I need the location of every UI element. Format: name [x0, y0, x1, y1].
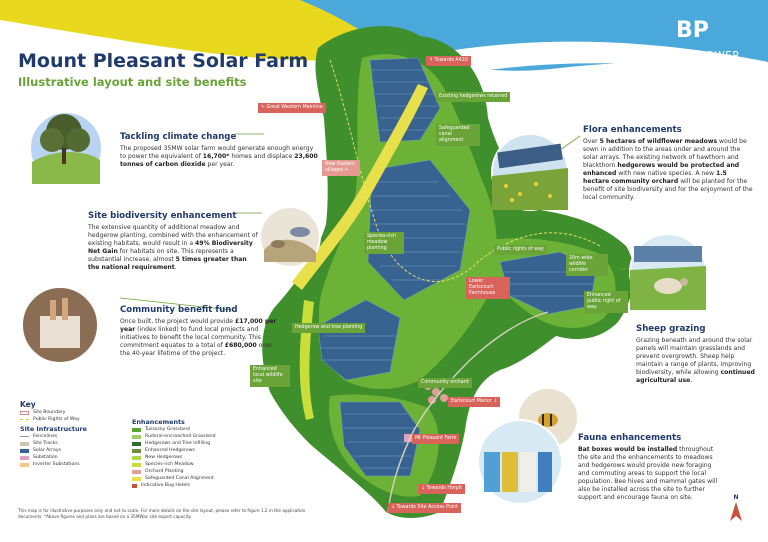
panel-climate-heading: Tackling climate change: [120, 132, 237, 142]
label-mt-pleasant-farm: Mt Pleasant Farm: [412, 434, 460, 444]
label-wildlife-corridor: 20m wide wildlife corridor: [566, 254, 608, 276]
prow-swatch: [20, 419, 29, 420]
panel-climate: Tackling climate change The proposed 35M…: [120, 132, 320, 169]
key-row-inverter: Inverter Substations: [20, 461, 130, 468]
label-community-orchard: Community orchard: [418, 378, 472, 388]
label-lower-earlscourt: Lower Earlscourt Farmhouse: [466, 277, 510, 299]
panel-fauna-heading: Fauna enhancements: [578, 433, 682, 443]
substation: [404, 434, 414, 442]
north-label: N: [733, 494, 739, 501]
label-towards-horpit: ↓ Towards Horpit: [418, 484, 466, 494]
panel-flora-text: Over 5 hectares of wildflower meadows wo…: [583, 138, 753, 201]
solar-array-central: [367, 159, 471, 301]
panel-community-heading: Community benefit fund: [120, 305, 238, 315]
brand-logo-mark: BP: [676, 18, 709, 43]
key-row-boundary: Site Boundary: [20, 409, 130, 416]
key-row-substation: Substation: [20, 454, 130, 461]
label-public-rights-of-way: Public rights of way: [494, 245, 547, 255]
key-row-prow: Public Rights of Way: [20, 416, 130, 423]
panel-climate-text: The proposed 35MW solar farm would gener…: [120, 145, 318, 168]
photo-hives: [477, 419, 563, 505]
key-row-tracks: Site Tracks: [20, 440, 130, 447]
page-subtitle: Illustrative layout and site benefits: [18, 75, 247, 89]
public-rights-of-way: [329, 59, 601, 283]
panel-biodiversity: Site biodiversity enhancement The extens…: [88, 211, 260, 272]
label-towards-access: ↓ Towards Site Access Point: [388, 503, 462, 513]
photo-birds: [259, 206, 321, 268]
footnote: This map is for illustrative purposes on…: [18, 508, 306, 519]
solar-array-south: [339, 401, 421, 477]
solar-array-north: [369, 57, 441, 143]
label-enhanced-local-wildlife: Enhanced local wildlife site: [250, 365, 290, 387]
key-row-fencelines: Fencelines: [20, 433, 130, 440]
label-new-eastern-villages: New Eastern villages ←: [322, 160, 360, 176]
panel-flora: Flora enhancements Over 5 hectares of wi…: [583, 125, 755, 202]
key-row-solar: Solar Arrays: [20, 447, 130, 454]
key-enh-title: Enhancements: [132, 418, 185, 426]
label-great-western-mainline: ↖ Great Western Mainline: [258, 103, 326, 113]
site-tracks: [387, 311, 549, 513]
panel-sheep-text: Grazing beneath and around the solar pan…: [636, 337, 755, 384]
map-key: Key Site Boundary Public Rights of Way S…: [20, 400, 280, 500]
north-arrow: N: [728, 494, 744, 524]
label-safeguarded-canal: Safeguarded canal alignment: [436, 124, 480, 146]
panel-sheep: Sheep grazing Grazing beneath and around…: [636, 324, 758, 385]
key-column-infrastructure: Key Site Boundary Public Rights of Way S…: [20, 400, 130, 468]
boundary-swatch: [20, 410, 29, 415]
page-title: Mount Pleasant Solar Farm: [18, 50, 309, 72]
panel-fauna: Fauna enhancements Bat boxes would be in…: [578, 433, 724, 502]
panel-sheep-heading: Sheep grazing: [636, 324, 706, 334]
label-existing-hedgerows: Existing hedgerows retained: [436, 92, 511, 102]
label-towards-a420: ↑ Towards A420: [426, 56, 471, 66]
key-column-enhancements: Enhancements Tussocky Grassland Ruderal-…: [132, 418, 272, 489]
panel-fauna-text: Bat boxes would be installed throughout …: [578, 446, 718, 501]
label-earlscourt-manor: Earlscourt Manor ↓: [448, 397, 501, 407]
photo-meadow: [491, 133, 569, 211]
panel-flora-heading: Flora enhancements: [583, 125, 682, 135]
panel-community-text: Once built, the project would provide £1…: [120, 318, 277, 357]
photo-tree: [29, 111, 103, 185]
key-title: Key: [20, 400, 36, 409]
label-enhanced-prow: Enhanced public right of way: [584, 291, 628, 313]
panel-biodiversity-heading: Site biodiversity enhancement: [88, 211, 237, 221]
panel-biodiversity-text: The extensive quantity of additional mea…: [88, 224, 258, 271]
header-white-cut: [0, 22, 768, 87]
brand-name: BELLTOWNPOWER: [637, 50, 741, 62]
key-infra-title: Site Infrastructure: [20, 425, 88, 433]
solar-array-rows: [320, 69, 594, 469]
panel-community: Community benefit fund Once built, the p…: [120, 305, 280, 358]
photo-fund: [21, 286, 99, 364]
solar-arrays: [317, 57, 597, 477]
photo-sheep: [629, 233, 707, 311]
label-species-rich-meadow: Species-rich meadow planting: [364, 232, 404, 254]
label-hedgerow-tree-planting: Hedgerow and tree planting: [292, 323, 366, 333]
canal-alignment: [292, 84, 428, 290]
north-arrow-icon: [730, 502, 742, 521]
